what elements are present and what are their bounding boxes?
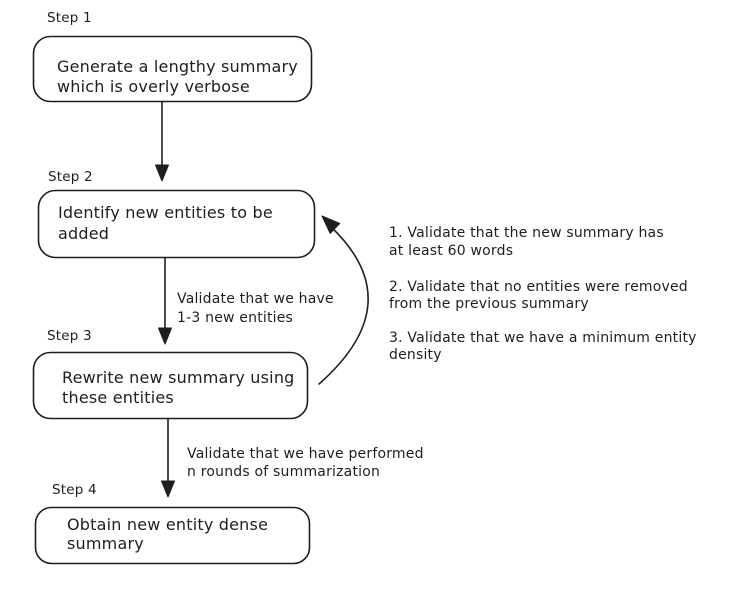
step-3-node: Step 3 Rewrite new summary using these e…	[32, 328, 309, 420]
arrow-step3-back-to-step2	[318, 215, 369, 385]
step-1-node: Step 1 Generate a lengthy summary which …	[32, 10, 313, 103]
validation-2-line1: 2. Validate that no entities were remove…	[389, 279, 688, 295]
edge-label-rounds-line1: Validate that we have performed	[187, 446, 424, 462]
validation-3-line1: 3. Validate that we have a minimum entit…	[389, 330, 697, 346]
arrow-step2-to-step3: Validate that we have 1-3 new entities	[158, 257, 334, 345]
step-4-box	[34, 506, 311, 565]
arrow-step3-to-step4: Validate that we have performed n rounds…	[161, 418, 424, 498]
step-2-node: Step 2 Identify new entities to be added	[37, 169, 316, 259]
edge-label-entities-line2: 1-3 new entities	[177, 310, 293, 326]
feedback-curve-line	[318, 224, 369, 385]
step-1-text-line1: Generate a lengthy summary	[57, 57, 298, 76]
step-2-label: Step 2	[48, 169, 93, 185]
step-1-label: Step 1	[47, 10, 92, 26]
step-4-text-line2: summary	[67, 534, 144, 553]
validation-3-line2: density	[389, 347, 442, 363]
step-4-label: Step 4	[52, 482, 97, 498]
step-4-node: Step 4 Obtain new entity dense summary	[34, 482, 311, 565]
step-3-text-line1: Rewrite new summary using	[62, 368, 295, 387]
step-2-box	[37, 189, 316, 259]
arrow-step3-to-step4-head-icon	[161, 480, 175, 498]
step-1-box	[32, 35, 313, 103]
validation-1-line2: at least 60 words	[389, 243, 513, 259]
validation-notes: 1. Validate that the new summary has at …	[389, 225, 697, 363]
step-3-text-line2: these entities	[62, 388, 174, 407]
step-1-text-line2: which is overly verbose	[57, 77, 250, 96]
edge-label-entities-line1: Validate that we have	[177, 291, 334, 307]
feedback-curve-head-icon	[321, 215, 341, 234]
step-3-label: Step 3	[47, 328, 92, 344]
step-4-text-line1: Obtain new entity dense	[67, 515, 268, 534]
validation-1-line1: 1. Validate that the new summary has	[389, 225, 664, 241]
step-3-box	[32, 351, 309, 420]
arrow-step1-to-step2	[155, 101, 169, 182]
arrow-step1-to-step2-head-icon	[155, 164, 169, 182]
edge-label-rounds-line2: n rounds of summarization	[187, 464, 380, 480]
validation-2-line2: from the previous summary	[389, 296, 589, 312]
arrow-step2-to-step3-head-icon	[158, 327, 172, 345]
step-2-text-line2: added	[58, 224, 109, 243]
step-2-text-line1: Identify new entities to be	[58, 203, 273, 222]
